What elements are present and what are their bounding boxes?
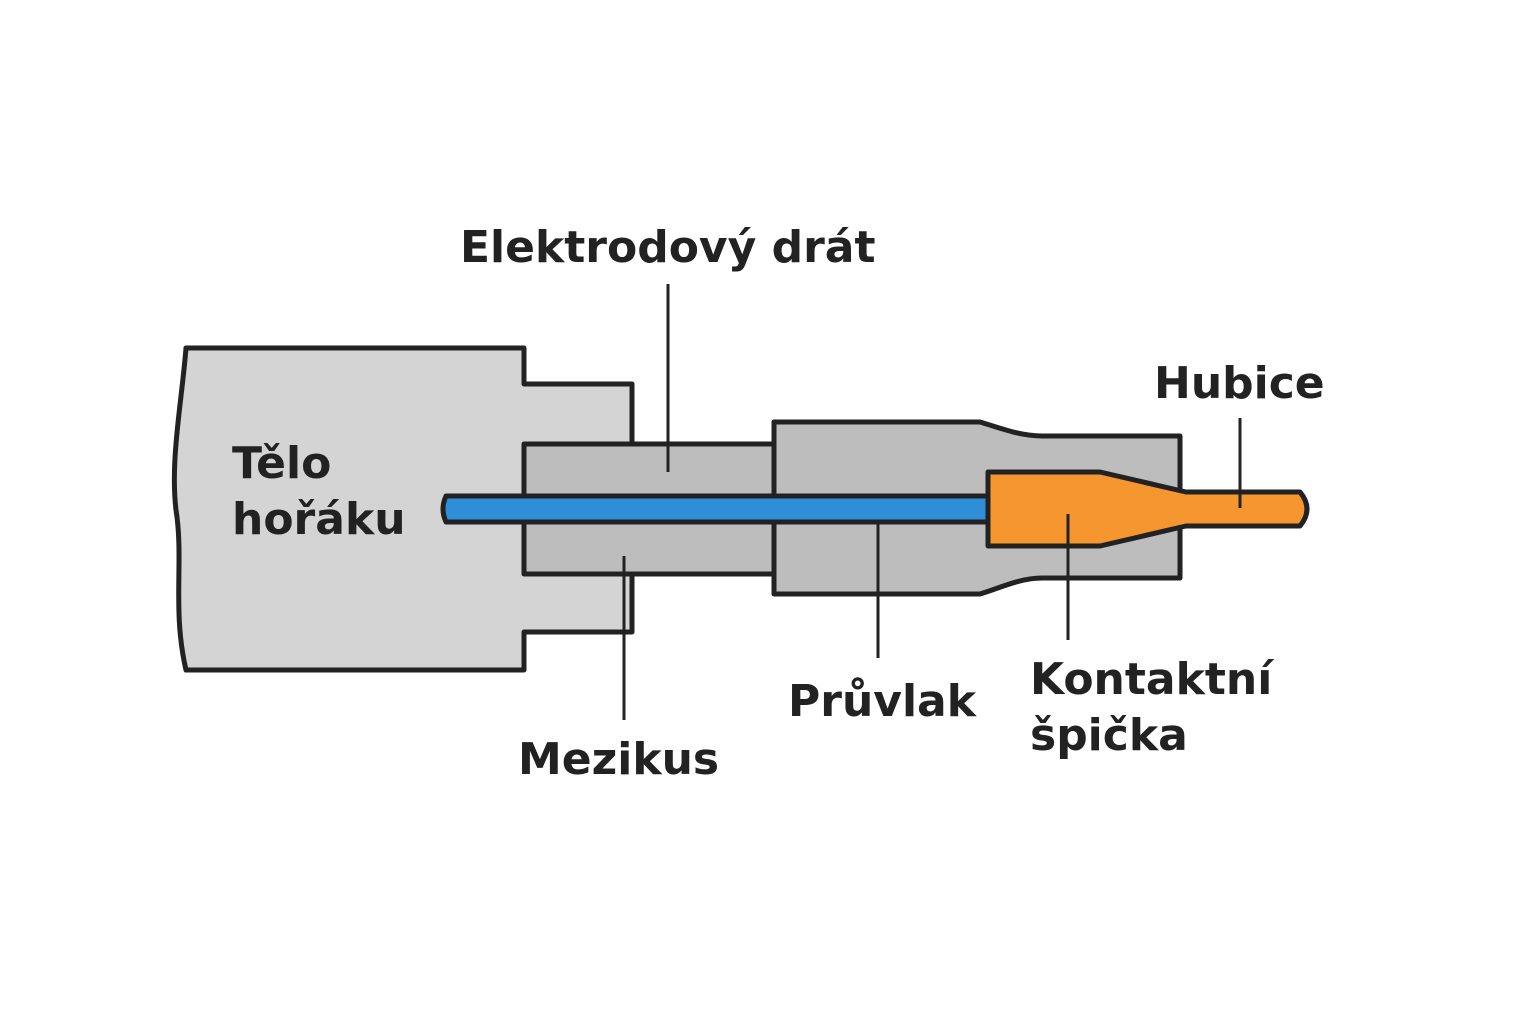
label-liner: Průvlak (788, 676, 978, 727)
label-nozzle: Hubice (1154, 358, 1325, 409)
label-electrode-wire: Elektrodový drát (460, 222, 876, 273)
electrode-wire-shape (440, 493, 993, 525)
label-contact-tip-line2: špička (1030, 710, 1188, 761)
label-contact-tip-line1: Kontaktní (1030, 654, 1275, 705)
label-adapter: Mezikus (518, 734, 719, 785)
label-torch-body-line2: hořáku (232, 494, 406, 545)
torch-body-shape (171, 345, 635, 673)
contact-tip-shape (985, 469, 1310, 549)
label-torch-body-line1: Tělo (232, 438, 331, 489)
